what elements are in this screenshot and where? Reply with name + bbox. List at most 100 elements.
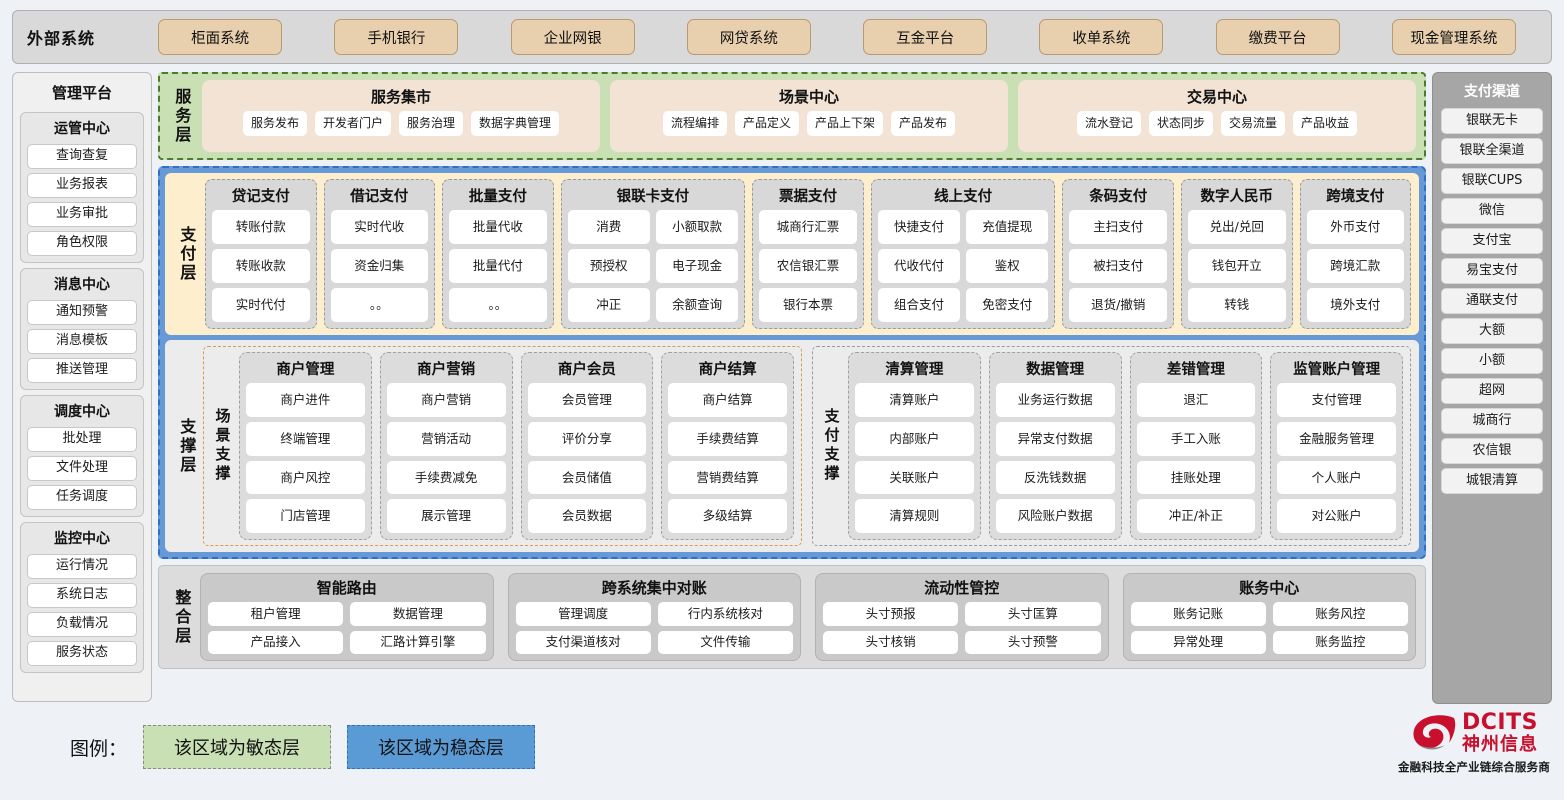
support-item[interactable]: 异常支付数据: [995, 421, 1115, 456]
payment-item[interactable]: 鉴权: [966, 249, 1049, 283]
payment-item[interactable]: 实时代付: [212, 288, 310, 322]
external-system-chip[interactable]: 缴费平台: [1215, 19, 1340, 55]
integration-item[interactable]: 产品接入: [208, 630, 344, 654]
integration-item[interactable]: 账务风控: [1272, 602, 1408, 626]
integration-item[interactable]: 支付渠道核对: [515, 630, 651, 654]
management-item[interactable]: 业务报表: [27, 173, 137, 198]
external-system-chip[interactable]: 网贷系统: [686, 19, 811, 55]
support-item[interactable]: 手续费结算: [668, 421, 787, 456]
integration-item[interactable]: 文件传输: [657, 630, 793, 654]
payment-item[interactable]: 银行本票: [759, 288, 857, 322]
external-system-chip[interactable]: 互金平台: [863, 19, 988, 55]
support-item[interactable]: 对公账户: [1277, 499, 1396, 533]
payment-channel-item[interactable]: 银联全渠道: [1441, 138, 1543, 164]
payment-item[interactable]: 兑出/兑回: [1188, 210, 1286, 244]
integration-item[interactable]: 行内系统核对: [657, 602, 793, 626]
support-item[interactable]: 会员储值: [527, 460, 647, 495]
management-item[interactable]: 推送管理: [27, 358, 137, 383]
support-item[interactable]: 退汇: [1136, 383, 1256, 417]
support-item[interactable]: 评价分享: [527, 421, 647, 456]
management-item[interactable]: 任务调度: [27, 485, 137, 510]
payment-item[interactable]: 代收代付: [877, 249, 961, 283]
support-item[interactable]: 商户营销: [386, 383, 506, 417]
payment-item[interactable]: 被扫支付: [1069, 249, 1167, 283]
support-item[interactable]: 多级结算: [668, 499, 787, 533]
payment-item[interactable]: 转账收款: [212, 249, 310, 283]
payment-item[interactable]: 快捷支付: [877, 210, 961, 244]
service-item[interactable]: 服务发布: [242, 111, 307, 136]
management-item[interactable]: 查询查复: [27, 144, 137, 169]
integration-item[interactable]: 账务记账: [1130, 602, 1266, 626]
management-item[interactable]: 负载情况: [27, 612, 137, 637]
support-item[interactable]: 冲正/补正: [1136, 499, 1256, 533]
payment-channel-item[interactable]: 农信银: [1441, 438, 1543, 464]
service-item[interactable]: 流程编排: [662, 111, 727, 136]
payment-item[interactable]: 实时代收: [330, 210, 429, 244]
support-item[interactable]: 商户结算: [668, 383, 787, 417]
external-system-chip[interactable]: 企业网银: [510, 19, 635, 55]
payment-item[interactable]: 批量代收: [449, 210, 547, 244]
payment-item[interactable]: 城商行汇票: [759, 210, 857, 244]
support-item[interactable]: 营销活动: [386, 421, 506, 456]
management-item[interactable]: 角色权限: [27, 231, 137, 256]
payment-item[interactable]: 小额取款: [655, 210, 739, 244]
payment-channel-item[interactable]: 城银清算: [1441, 468, 1543, 494]
management-item[interactable]: 文件处理: [27, 456, 137, 481]
payment-item[interactable]: 组合支付: [877, 288, 961, 322]
support-item[interactable]: 风险账户数据: [995, 499, 1115, 533]
payment-item[interactable]: 主扫支付: [1069, 210, 1167, 244]
integration-item[interactable]: 头寸预警: [965, 630, 1101, 654]
service-item[interactable]: 产品收益: [1293, 111, 1358, 136]
payment-item[interactable]: 充值提现: [966, 210, 1049, 244]
service-item[interactable]: 产品发布: [891, 111, 956, 136]
support-item[interactable]: 挂账处理: [1136, 460, 1256, 495]
management-item[interactable]: 运行情况: [27, 554, 137, 579]
support-item[interactable]: 手工入账: [1136, 421, 1256, 456]
management-item[interactable]: 服务状态: [27, 641, 137, 666]
service-item[interactable]: 流水登记: [1076, 111, 1141, 136]
support-item[interactable]: 商户风控: [246, 460, 365, 495]
support-item[interactable]: 支付管理: [1277, 383, 1396, 417]
support-item[interactable]: 金融服务管理: [1277, 421, 1396, 456]
service-item[interactable]: 产品上下架: [807, 111, 884, 136]
payment-channel-item[interactable]: 银联无卡: [1441, 108, 1543, 134]
service-item[interactable]: 状态同步: [1148, 111, 1213, 136]
payment-channel-item[interactable]: 支付宝: [1441, 228, 1543, 254]
integration-item[interactable]: 租户管理: [208, 602, 344, 626]
external-system-chip[interactable]: 现金管理系统: [1391, 19, 1516, 55]
support-item[interactable]: 展示管理: [386, 499, 506, 533]
payment-item[interactable]: 农信银汇票: [759, 249, 857, 283]
external-system-chip[interactable]: 柜面系统: [158, 19, 283, 55]
payment-item[interactable]: 退货/撤销: [1069, 288, 1167, 322]
integration-item[interactable]: 头寸匡算: [965, 602, 1101, 626]
payment-channel-item[interactable]: 城商行: [1441, 408, 1543, 434]
support-item[interactable]: 清算账户: [855, 383, 974, 417]
payment-item[interactable]: 余额查询: [655, 288, 739, 322]
payment-item[interactable]: 批量代付: [449, 249, 547, 283]
payment-item[interactable]: 境外支付: [1306, 288, 1405, 322]
payment-channel-item[interactable]: 超网: [1441, 378, 1543, 404]
support-item[interactable]: 清算规则: [855, 499, 974, 533]
payment-item[interactable]: 资金归集: [330, 249, 429, 283]
support-item[interactable]: 门店管理: [246, 499, 365, 533]
integration-item[interactable]: 异常处理: [1130, 630, 1266, 654]
support-item[interactable]: 手续费减免: [386, 460, 506, 495]
support-item[interactable]: 商户进件: [246, 383, 365, 417]
management-item[interactable]: 业务审批: [27, 202, 137, 227]
payment-channel-item[interactable]: 通联支付: [1441, 288, 1543, 314]
payment-channel-item[interactable]: 易宝支付: [1441, 258, 1543, 284]
support-item[interactable]: 营销费结算: [668, 460, 787, 495]
service-item[interactable]: 产品定义: [734, 111, 799, 136]
payment-channel-item[interactable]: 大额: [1441, 318, 1543, 344]
integration-item[interactable]: 账务监控: [1272, 630, 1408, 654]
support-item[interactable]: 关联账户: [855, 460, 974, 495]
payment-item[interactable]: 免密支付: [966, 288, 1049, 322]
support-item[interactable]: 个人账户: [1277, 460, 1396, 495]
integration-item[interactable]: 汇路计算引擎: [350, 630, 486, 654]
payment-channel-item[interactable]: 微信: [1441, 198, 1543, 224]
payment-item[interactable]: 。。: [330, 288, 429, 322]
management-item[interactable]: 通知预警: [27, 300, 137, 325]
payment-item[interactable]: 外币支付: [1306, 210, 1405, 244]
service-item[interactable]: 开发者门户: [314, 111, 391, 136]
payment-channel-item[interactable]: 小额: [1441, 348, 1543, 374]
